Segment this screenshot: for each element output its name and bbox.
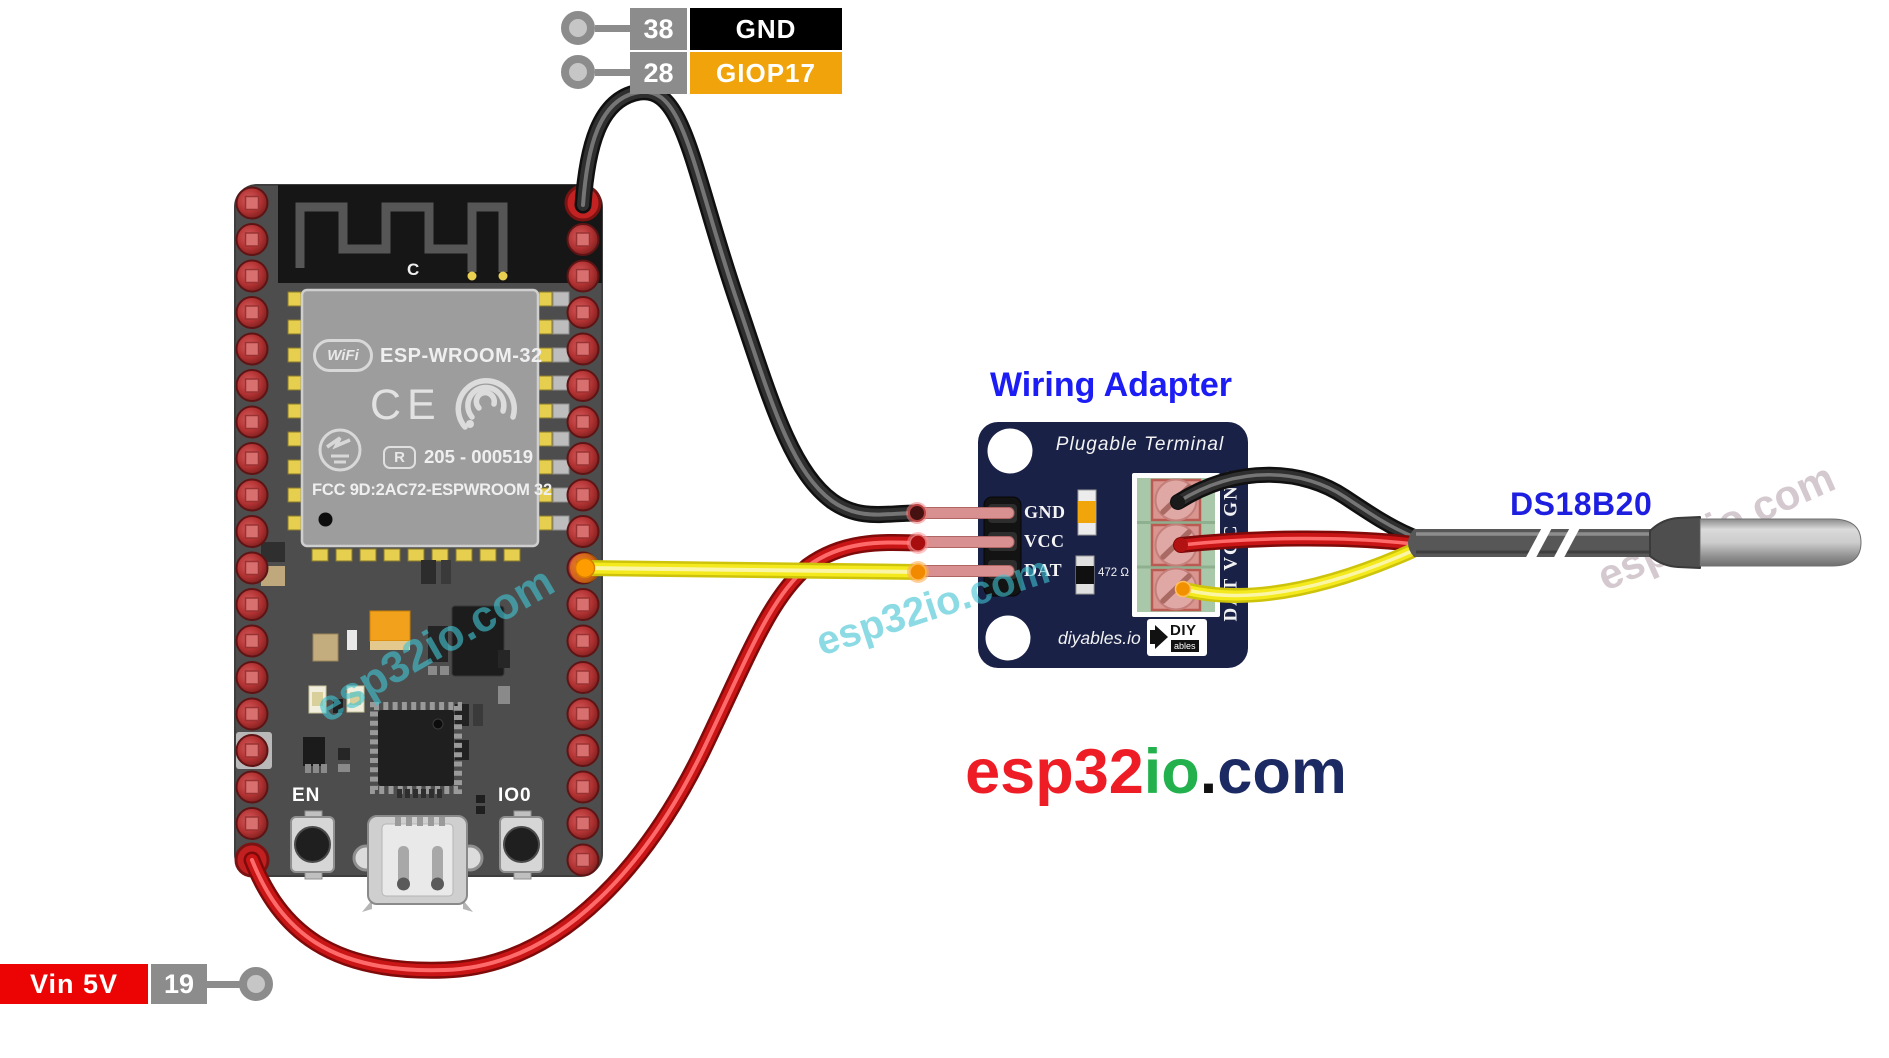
led-component: [1077, 489, 1097, 536]
red-wire-right: [1173, 530, 1422, 553]
black-wire: [574, 83, 925, 524]
en-button[interactable]: [290, 810, 335, 880]
site-logo-dot: .: [1199, 737, 1218, 807]
vin5v-signal: Vin 5V: [0, 964, 148, 1004]
pin28-leader: [595, 68, 630, 76]
pin38-number: 38: [630, 8, 687, 50]
sensor-cable: [1408, 529, 1652, 557]
probe-body: [1699, 518, 1862, 567]
module-name: ESP-WROOM-32: [380, 345, 543, 367]
mounting-hole: [987, 428, 1033, 474]
sensor-label: DS18B20: [1510, 486, 1653, 522]
resistor-component: [1075, 555, 1095, 595]
smd-components: [261, 542, 510, 794]
pin28-signal-giop17: GIOP17: [690, 52, 842, 94]
wires-left: [243, 83, 929, 979]
io0-button[interactable]: [499, 810, 544, 880]
vin-leader: [207, 980, 241, 988]
adapter-brand: diyables.io: [1058, 628, 1141, 648]
adapter-pin-label-dat: DAT: [1024, 560, 1063, 580]
diy-logo-icon: [1155, 625, 1168, 649]
antenna-mark: C: [407, 260, 420, 279]
gpio17-pin-glow: [574, 557, 596, 579]
cert-number: 205 - 000519: [424, 446, 534, 467]
sensor-probe: [1408, 516, 1862, 569]
pin28-marker: [561, 55, 595, 89]
wifi-logo: WiFi: [313, 339, 373, 372]
diy-logo-icon: [1150, 630, 1155, 644]
qfn-chip: [370, 702, 462, 794]
telec-mark-icon: [318, 428, 362, 472]
adapter-pin-label-gnd: GND: [1024, 502, 1066, 522]
adapter-board-label: Plugable Terminal: [1055, 434, 1225, 455]
pin38-leader: [595, 24, 630, 32]
espressif-logo-icon: [455, 378, 517, 430]
cable-break-mark: [1552, 519, 1582, 566]
fcc-id: FCC 9D:2AC72-ESPWROOM 32: [312, 481, 552, 499]
pin38-signal-gnd: GND: [690, 8, 842, 50]
yellow-wire: [577, 560, 926, 580]
adapter-title: Wiring Adapter: [989, 366, 1233, 404]
cable-break-mark: [1524, 519, 1554, 566]
diy-logo-subtext: ables: [1171, 640, 1199, 652]
io0-button-label: IO0: [498, 785, 532, 806]
esp32-board: [234, 184, 603, 912]
usb-connector[interactable]: [352, 789, 484, 912]
diy-logo-text: DIY: [1170, 622, 1197, 639]
adapter-pin-label-vcc: VCC: [1024, 531, 1065, 551]
en-button-label: EN: [292, 785, 321, 806]
mounting-hole: [985, 615, 1031, 661]
antenna-region: [278, 185, 602, 283]
site-logo: esp32io.com: [958, 736, 1354, 808]
site-logo-com: com: [1217, 737, 1347, 807]
resistor-value-label: 472 Ω: [1098, 567, 1129, 579]
yellow-wire-right: [1175, 543, 1420, 603]
pin-rod: [915, 536, 1015, 548]
diyables-logo: DIY ables: [1147, 619, 1207, 656]
vin-marker: [239, 967, 273, 1001]
site-logo-io: io: [1143, 737, 1200, 807]
vin-pin-number: 19: [151, 964, 207, 1004]
pin28-number: 28: [630, 52, 687, 94]
pin-rod: [915, 507, 1015, 519]
antenna-trace: [295, 202, 508, 272]
ce-mark: CE: [370, 381, 442, 429]
probe-boot: [1649, 516, 1701, 569]
site-logo-esp32: esp32: [965, 737, 1144, 807]
pin38-marker: [561, 11, 595, 45]
r-cert-mark: R: [383, 446, 416, 469]
black-wire-right: [1170, 466, 1422, 545]
wires-right: [1170, 466, 1422, 603]
